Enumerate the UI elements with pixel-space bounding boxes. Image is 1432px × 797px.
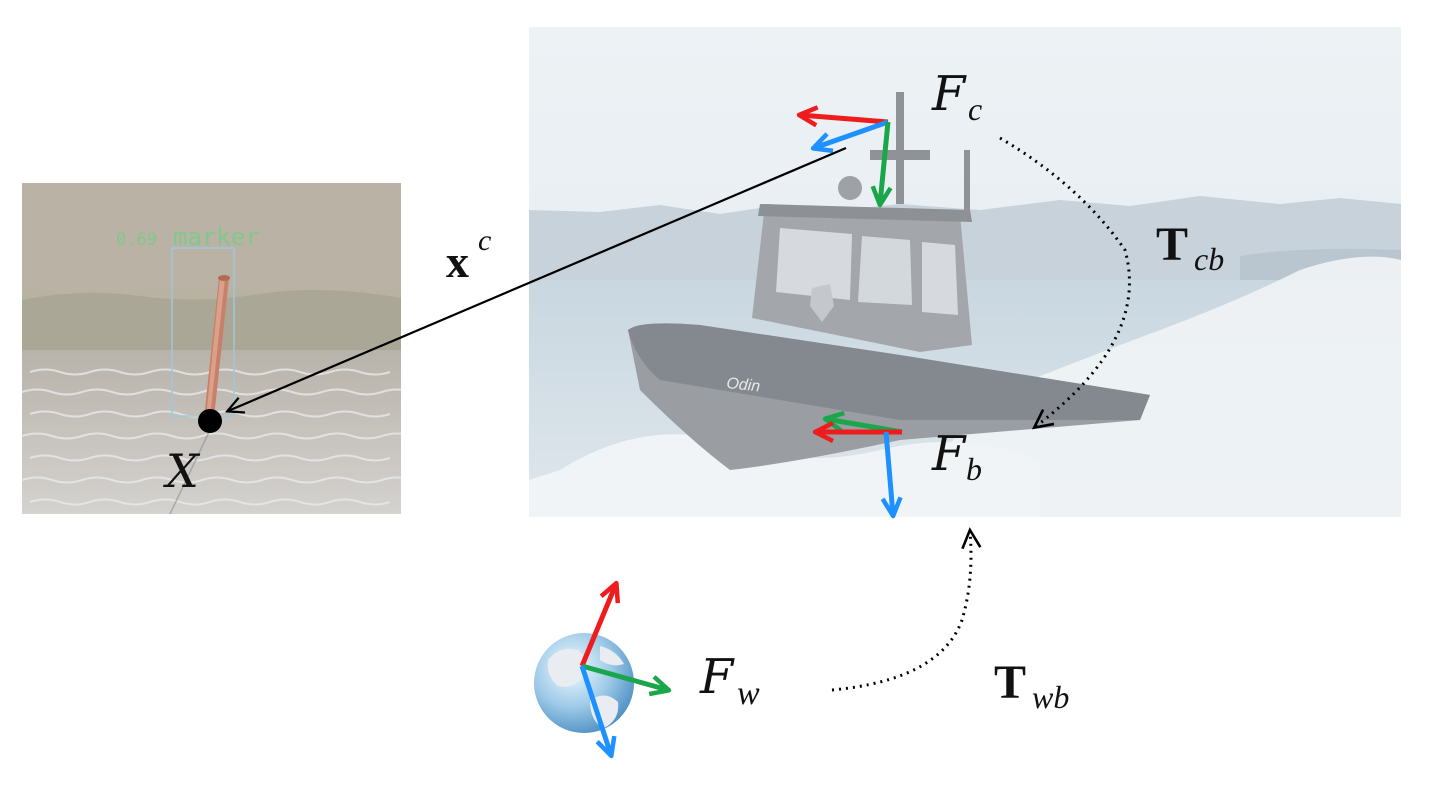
vector-xc-label: x <box>446 236 469 287</box>
frame-c-x-axis <box>796 105 889 128</box>
detection-label: marker <box>173 223 260 251</box>
frame-c-y-axis <box>870 121 893 208</box>
frame-w-x-axis <box>579 580 621 667</box>
frame-w-y-axis <box>581 663 672 697</box>
vector-xc-arrow <box>228 146 847 411</box>
frame-c-subscript: c <box>968 91 982 127</box>
transform-wb-arrow <box>831 527 982 692</box>
frame-w-subscript: w <box>737 675 760 712</box>
transform-cb-label: T <box>1156 218 1188 271</box>
transform-wb-label: T <box>994 656 1026 709</box>
point-x-dot <box>198 409 222 433</box>
boat-name: Odin <box>726 375 761 395</box>
vector-xc-superscript: c <box>478 224 491 257</box>
frame-b-subscript: b <box>966 451 982 487</box>
frame-c-axes <box>796 105 893 208</box>
boat-photo: Odin <box>529 27 1401 517</box>
frame-b-axes <box>812 410 903 519</box>
frame-w-z-axis <box>579 665 617 759</box>
frame-b-z-axis <box>880 431 903 519</box>
frame-w-label: F <box>699 649 735 705</box>
detection-score: 0.69 <box>116 230 157 250</box>
boat-icon <box>628 92 1150 470</box>
transform-cb-arrow <box>999 136 1131 430</box>
buoy-marker-icon <box>204 275 230 418</box>
transform-cb-subscript: cb <box>1194 241 1224 277</box>
transform-wb-subscript: wb <box>1032 679 1069 715</box>
frame-c-z-axis <box>810 119 889 154</box>
frame-c-label: F <box>931 66 967 122</box>
frame-b-label: F <box>931 426 967 482</box>
frame-w-axes <box>579 580 672 759</box>
point-x-label: X <box>163 444 201 498</box>
globe-icon <box>534 633 634 733</box>
buoy-detection-photo <box>22 183 401 514</box>
